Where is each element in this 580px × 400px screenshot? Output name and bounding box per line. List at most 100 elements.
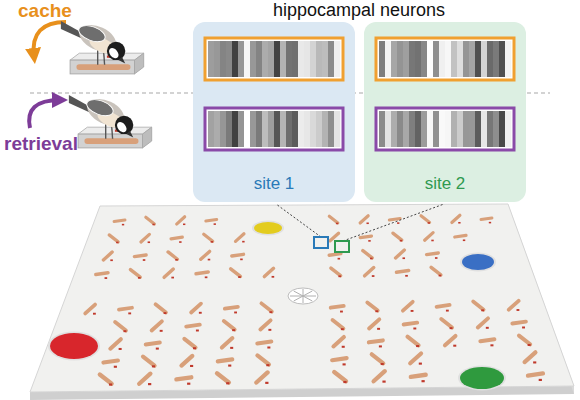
- barcode-stripe: [499, 111, 505, 147]
- cache-site: [463, 239, 465, 241]
- barcode-stripe: [244, 111, 250, 147]
- cache-site: [416, 345, 419, 347]
- cache-site: [340, 311, 343, 313]
- cache-site: [446, 310, 449, 312]
- leader-line: [343, 204, 444, 241]
- perch-dowel: [146, 217, 155, 224]
- perch-dowel: [374, 371, 385, 381]
- perch-dowel: [164, 269, 173, 277]
- barcode-stripe: [274, 41, 280, 77]
- cache-site: [267, 346, 270, 348]
- perch-dowel: [473, 302, 483, 310]
- perch-dowel: [134, 255, 146, 257]
- cache-site: [232, 329, 235, 331]
- barcode-stripe: [256, 111, 262, 147]
- cache-site: [238, 276, 241, 278]
- bird-head: [107, 42, 125, 60]
- cache-site: [268, 329, 271, 331]
- cache-site: [128, 312, 131, 314]
- barcode-frame: [376, 38, 514, 80]
- perch-dowel: [334, 372, 346, 381]
- barcode-stripe: [385, 111, 391, 147]
- perch-dowel: [396, 271, 408, 273]
- perch-dowel: [119, 308, 132, 310]
- barcode-stripe: [439, 41, 445, 77]
- feeder-rim: [458, 366, 506, 391]
- cache-site: [413, 328, 416, 330]
- cache-site: [234, 312, 237, 314]
- barcode-stripe: [328, 41, 334, 77]
- perch-dowel: [96, 273, 108, 275]
- cache-site: [343, 381, 346, 383]
- barcode-stripe: [481, 41, 487, 77]
- cache-site: [405, 275, 408, 277]
- cache-site: [187, 383, 190, 385]
- cache-site: [419, 363, 422, 365]
- barcode-stripe: [322, 41, 328, 77]
- barcode-stripe: [427, 111, 433, 147]
- perch-dowel: [393, 233, 402, 240]
- barcode-stripe: [493, 41, 499, 77]
- cache-site: [148, 383, 151, 385]
- cache-site: [214, 223, 216, 225]
- site-label: site 2: [425, 174, 466, 194]
- cache-site: [164, 312, 167, 314]
- cache-site: [381, 363, 384, 365]
- bird-head: [115, 116, 133, 134]
- cache-site: [122, 224, 124, 226]
- barcode-stripe: [232, 41, 238, 77]
- barcode-stripe: [403, 111, 409, 147]
- perch-dowel: [156, 304, 166, 312]
- leg: [105, 123, 106, 139]
- barcode-stripe: [475, 41, 481, 77]
- perch-dowel: [264, 268, 273, 276]
- cache-site: [372, 275, 375, 277]
- feeder-rim: [460, 253, 496, 272]
- cache-site: [528, 344, 531, 346]
- barcode-stripe: [280, 41, 286, 77]
- perch-dowel: [218, 359, 232, 361]
- cache-site: [533, 361, 536, 363]
- feeder: [254, 222, 282, 234]
- perch-dowel: [411, 375, 426, 377]
- arena-floor: [30, 204, 574, 392]
- barcode-stripe: [439, 111, 445, 147]
- cache-site: [370, 258, 373, 260]
- block-front: [70, 60, 134, 74]
- perch-dowel: [231, 269, 241, 277]
- barcode-stripe: [322, 111, 328, 147]
- retrieval-arrow: [29, 100, 60, 128]
- barcode-stripe: [292, 41, 298, 77]
- perch-dowel: [365, 268, 374, 276]
- cache-site: [196, 330, 199, 332]
- barcode-stripe: [208, 41, 214, 77]
- barcode-stripe: [445, 111, 451, 147]
- perch-dowel: [257, 341, 271, 343]
- cache-site: [458, 222, 460, 224]
- cache-site: [160, 330, 163, 332]
- barcode-stripe: [244, 41, 250, 77]
- perch-dowel: [87, 138, 135, 144]
- perch-dowel: [403, 302, 413, 311]
- barcode-stripe: [316, 111, 322, 147]
- barcode-stripe: [262, 41, 268, 77]
- barcode-stripe: [403, 41, 409, 77]
- cache-site: [269, 311, 272, 313]
- perch-dowel: [437, 305, 450, 307]
- chickadee-figure: [69, 94, 152, 148]
- barcode-stripe: [499, 41, 505, 77]
- cache-site: [490, 344, 493, 346]
- perch-dowel: [103, 361, 117, 363]
- cache-site: [123, 330, 126, 332]
- barcode-stripe: [238, 41, 244, 77]
- perch-dowel: [519, 336, 530, 345]
- block-front: [78, 134, 142, 148]
- centre-spoke: [303, 296, 316, 297]
- cache-site: [382, 381, 385, 383]
- perch-dowel: [396, 250, 405, 258]
- cache-site: [522, 327, 525, 329]
- barcode-stripe: [469, 41, 475, 77]
- perch-dowel: [329, 216, 338, 223]
- perch-dowel: [115, 322, 126, 330]
- barcode-stripe: [310, 111, 316, 147]
